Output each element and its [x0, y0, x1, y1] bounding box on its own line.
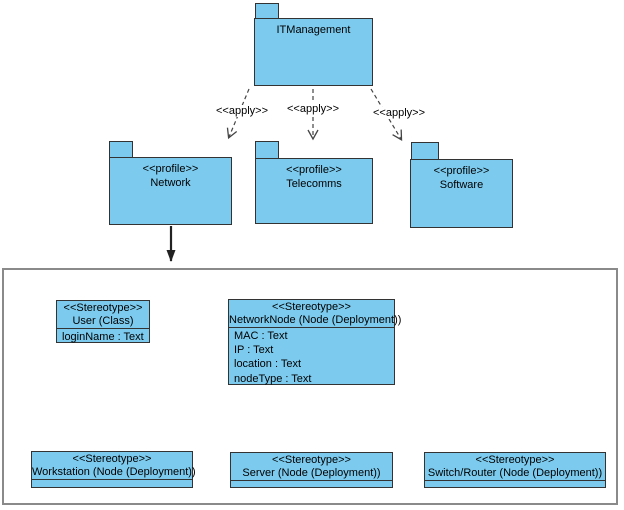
class-stereotype: <<Stereotype>> [272, 454, 351, 466]
package-stereotype: <<profile>> [286, 164, 342, 176]
attribute: MAC : Text [234, 330, 288, 342]
package-body: <<profile>> Telecomms [255, 158, 373, 224]
stereotype-class-workstation[interactable]: <<Stereotype>> Workstation (Node (Deploy… [31, 451, 196, 488]
class-header: <<Stereotype>> Workstation (Node (Deploy… [32, 452, 196, 479]
package-tab [255, 3, 279, 19]
class-name: Switch/Router (Node (Deployment)) [427, 467, 603, 479]
empty-compartment [32, 479, 192, 487]
class-name: User (Class) [72, 315, 134, 327]
attribute: loginName : Text [62, 331, 144, 343]
package-tab [411, 142, 439, 160]
stereotype-class-switch-router[interactable]: <<Stereotype>> Switch/Router (Node (Depl… [424, 452, 606, 488]
package-body: ITManagement [254, 18, 373, 86]
class-header: <<Stereotype>> User (Class) [57, 301, 149, 329]
package-name: Software [439, 179, 484, 191]
package-name: Network [150, 177, 191, 189]
package-stereotype: <<profile>> [142, 163, 199, 175]
class-stereotype: <<Stereotype>> [72, 453, 152, 465]
package-name: Telecomms [286, 178, 342, 190]
class-attributes: loginName : Text [57, 329, 149, 344]
stereotype-class-user[interactable]: <<Stereotype>> User (Class) loginName : … [56, 300, 150, 343]
class-stereotype: <<Stereotype>> [272, 301, 351, 313]
class-name: Server (Node (Deployment)) [242, 467, 381, 479]
class-header: <<Stereotype>> NetworkNode (Node (Deploy… [229, 300, 402, 328]
empty-compartment [231, 480, 392, 487]
empty-compartment [425, 480, 605, 487]
apply-connector-network[interactable] [226, 88, 250, 140]
stereotype-class-networknode[interactable]: <<Stereotype>> NetworkNode (Node (Deploy… [228, 299, 402, 386]
package-tab [109, 141, 133, 158]
apply-label-2: <<apply>> [286, 103, 340, 115]
class-stereotype: <<Stereotype>> [475, 454, 555, 466]
class-name: NetworkNode (Node (Deployment)) [229, 314, 402, 326]
apply-label-1: <<apply>> [215, 105, 269, 117]
package-body: <<profile>> Network [109, 157, 232, 225]
package-tab [255, 141, 279, 159]
stereotype-class-server[interactable]: <<Stereotype>> Server (Node (Deployment)… [230, 452, 393, 488]
attribute: nodeType : Text [234, 372, 312, 385]
attribute: location : Text [234, 358, 302, 371]
package-body: <<profile>> Software [410, 159, 513, 228]
apply-label-3: <<apply>> [372, 107, 426, 119]
attribute: IP : Text [234, 344, 274, 357]
class-header: <<Stereotype>> Server (Node (Deployment)… [231, 453, 392, 480]
class-name: Workstation (Node (Deployment)) [32, 466, 196, 478]
class-stereotype: <<Stereotype>> [63, 302, 143, 314]
package-stereotype: <<profile>> [433, 165, 490, 177]
class-attributes: MAC : Text IP : Text location : Text nod… [229, 328, 394, 386]
package-name: ITManagement [276, 24, 351, 36]
class-header: <<Stereotype>> Switch/Router (Node (Depl… [425, 453, 605, 480]
